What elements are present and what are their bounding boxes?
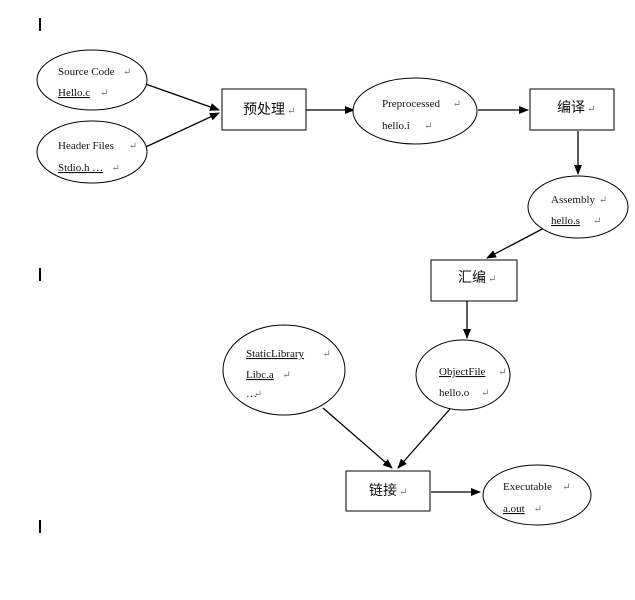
node-header-label: Stdio.h … bbox=[58, 162, 103, 174]
return-mark-icon: ↵ bbox=[587, 104, 595, 115]
node-objectfile-label: ObjectFile bbox=[439, 366, 486, 378]
node-link: 链接↵ bbox=[345, 470, 431, 512]
node-link-label: 链接 bbox=[369, 482, 397, 499]
node-executable-label: a.out bbox=[503, 503, 525, 515]
node-executable-ellipse bbox=[482, 464, 592, 526]
node-staticlib-label: Libc.a bbox=[246, 369, 274, 381]
node-assemble-label: 汇编 bbox=[458, 270, 486, 286]
margin-mark bbox=[39, 18, 41, 31]
node-objectfile: ObjectFile ↵ hello.o ↵ bbox=[415, 339, 511, 411]
node-compile-box bbox=[529, 88, 615, 131]
margin-mark bbox=[39, 268, 41, 281]
node-assemble: 汇编↵ bbox=[430, 259, 518, 302]
node-preprocessed-label: hello.i bbox=[382, 120, 410, 132]
node-header: Header Files ↵ Stdio.h … ↵ bbox=[36, 120, 148, 184]
return-mark-icon: ↵ bbox=[287, 106, 295, 117]
return-mark-icon: ↵ bbox=[399, 487, 407, 498]
node-preprocessed: Preprocessed ↵ hello.i ↵ bbox=[352, 77, 478, 145]
margin-mark bbox=[39, 520, 41, 533]
node-source-label: Hello.c bbox=[58, 87, 90, 99]
node-objectfile-label: hello.o bbox=[439, 387, 470, 399]
node-assembly-label: hello.s bbox=[551, 215, 580, 227]
edge-staticlib-to-link bbox=[322, 407, 393, 469]
return-mark-icon: ↵ bbox=[593, 216, 601, 227]
return-mark-icon: ↵ bbox=[481, 388, 489, 399]
return-mark-icon: ↵ bbox=[488, 274, 496, 285]
edge-assembly-to-assemble bbox=[486, 226, 547, 259]
return-mark-icon: ↵ bbox=[534, 504, 542, 515]
return-mark-icon: ↵ bbox=[562, 482, 570, 493]
node-executable-label: Executable bbox=[503, 481, 552, 493]
node-executable: Executable ↵ a.out ↵ bbox=[482, 464, 592, 526]
node-assembly: Assembly↵hello.s↵ bbox=[527, 175, 629, 239]
node-preprocessed-ellipse bbox=[352, 77, 478, 145]
node-staticlib-label: StaticLibrary bbox=[246, 348, 305, 360]
node-source-label: Source Code bbox=[58, 66, 115, 78]
node-header-label: Header Files bbox=[58, 140, 114, 152]
node-link-box bbox=[345, 470, 431, 512]
return-mark-icon: ↵ bbox=[599, 195, 607, 206]
edge-source-to-preprocess bbox=[136, 80, 220, 111]
node-preprocess-box bbox=[221, 88, 307, 131]
node-staticlib-label: … bbox=[246, 388, 257, 400]
return-mark-icon: ↵ bbox=[322, 349, 330, 360]
node-objectfile-ellipse bbox=[415, 339, 511, 411]
return-mark-icon: ↵ bbox=[282, 370, 290, 381]
return-mark-icon: ↵ bbox=[129, 141, 137, 152]
node-staticlib-ellipse bbox=[222, 324, 346, 416]
return-mark-icon: ↵ bbox=[453, 99, 461, 110]
edge-objectfile-to-link bbox=[397, 408, 451, 469]
return-mark-icon: ↵ bbox=[123, 67, 131, 78]
node-assembly-ellipse bbox=[527, 175, 629, 239]
node-assembly-label: Assembly bbox=[551, 194, 596, 206]
node-compile: 编译↵ bbox=[529, 88, 615, 131]
node-assemble-box bbox=[430, 259, 518, 302]
node-source: Source Code ↵ Hello.c ↵ bbox=[36, 49, 148, 111]
edge-header-to-preprocess bbox=[136, 112, 220, 152]
node-header-ellipse bbox=[36, 120, 148, 184]
node-source-ellipse bbox=[36, 49, 148, 111]
return-mark-icon: ↵ bbox=[100, 88, 108, 99]
node-staticlib: StaticLibrary↵Libc.a↵…↵ bbox=[222, 324, 346, 416]
return-mark-icon: ↵ bbox=[111, 163, 119, 174]
return-mark-icon: ↵ bbox=[424, 121, 432, 132]
node-compile-label: 编译 bbox=[557, 100, 585, 116]
return-mark-icon: ↵ bbox=[254, 389, 262, 400]
node-preprocess: 预处理↵ bbox=[221, 88, 307, 131]
node-preprocess-label: 预处理 bbox=[243, 102, 285, 118]
node-preprocessed-label: Preprocessed bbox=[382, 98, 441, 110]
return-mark-icon: ↵ bbox=[498, 367, 506, 378]
